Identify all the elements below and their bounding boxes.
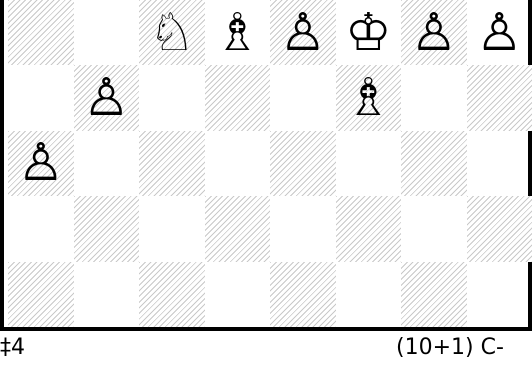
board-square[interactable]	[8, 65, 74, 130]
board-square[interactable]	[74, 131, 140, 196]
board-square[interactable]: ♙	[8, 131, 74, 196]
board-square[interactable]: ♙	[74, 65, 140, 130]
board-square[interactable]	[401, 262, 467, 327]
board-square[interactable]: ♘	[139, 0, 205, 65]
board-square[interactable]	[401, 65, 467, 130]
board-square[interactable]	[467, 131, 532, 196]
white-pawn-icon[interactable]: ♙	[476, 7, 523, 59]
board-square[interactable]: ♗	[336, 65, 402, 130]
board-square[interactable]	[139, 262, 205, 327]
board-square[interactable]	[270, 131, 336, 196]
board-square[interactable]: ♔	[336, 0, 402, 65]
board-square[interactable]: ♗	[205, 0, 271, 65]
problem-caption: ‡4 (10+1) C-	[0, 331, 532, 367]
board-square[interactable]: ♙	[401, 0, 467, 65]
white-pawn-icon[interactable]: ♙	[279, 7, 326, 59]
board-square[interactable]	[336, 262, 402, 327]
board-square[interactable]	[205, 196, 271, 261]
white-pawn-icon[interactable]: ♙	[17, 137, 64, 189]
board-square[interactable]	[205, 65, 271, 130]
white-bishop-icon[interactable]: ♗	[214, 7, 261, 59]
board-square[interactable]: ♙	[270, 0, 336, 65]
white-king-icon[interactable]: ♔	[345, 7, 392, 59]
board-square[interactable]	[205, 131, 271, 196]
board-square[interactable]	[467, 262, 532, 327]
board-square[interactable]	[270, 196, 336, 261]
board-square[interactable]: ♙	[467, 0, 532, 65]
board-square[interactable]	[270, 262, 336, 327]
board-square[interactable]	[8, 0, 74, 65]
white-knight-icon[interactable]: ♘	[148, 7, 195, 59]
board-square[interactable]	[270, 65, 336, 130]
board-square[interactable]	[401, 131, 467, 196]
board-square[interactable]	[401, 196, 467, 261]
board-square[interactable]	[8, 196, 74, 261]
stipulation-label: ‡4	[0, 335, 25, 360]
piece-count-label: (10+1) C-	[396, 335, 504, 360]
white-pawn-icon[interactable]: ♙	[83, 72, 130, 124]
board-square[interactable]	[74, 262, 140, 327]
board-square[interactable]	[467, 196, 532, 261]
chess-board: ♘ ♗ ♙ ♔ ♙ ♙ ♙ ♗ ♙	[8, 0, 532, 327]
board-square[interactable]	[74, 196, 140, 261]
board-square[interactable]	[139, 131, 205, 196]
board-square[interactable]	[205, 262, 271, 327]
board-square[interactable]	[336, 196, 402, 261]
white-pawn-icon[interactable]: ♙	[410, 7, 457, 59]
board-square[interactable]	[139, 196, 205, 261]
board-square[interactable]	[139, 65, 205, 130]
board-square[interactable]	[467, 65, 532, 130]
white-bishop-icon[interactable]: ♗	[345, 72, 392, 124]
board-square[interactable]	[336, 131, 402, 196]
chess-board-frame: ♘ ♗ ♙ ♔ ♙ ♙ ♙ ♗ ♙	[0, 0, 532, 331]
board-square[interactable]	[74, 0, 140, 65]
board-square[interactable]	[8, 262, 74, 327]
